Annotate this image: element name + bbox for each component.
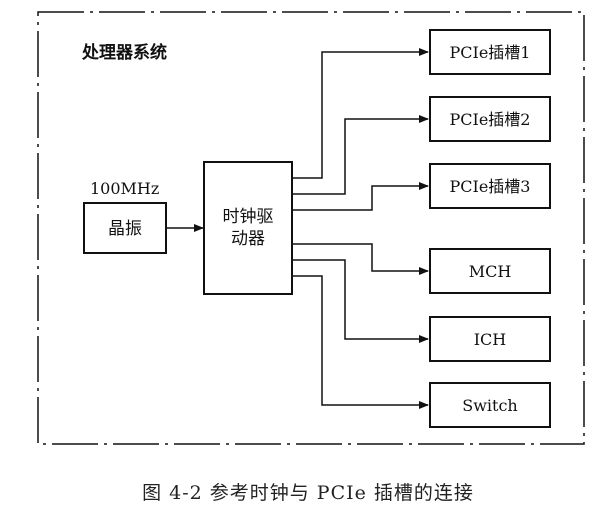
clock-driver-label-line2: 动器 bbox=[231, 229, 265, 249]
target-label: PCIe插槽1 bbox=[450, 43, 531, 62]
target-label: PCIe插槽2 bbox=[450, 110, 531, 129]
processor-system-boundary bbox=[37, 11, 585, 445]
line-to-mch bbox=[292, 243, 429, 275]
line-to-switch bbox=[292, 275, 429, 409]
clock-driver-label-line1: 时钟驱 bbox=[223, 207, 274, 227]
target-switch: Switch bbox=[429, 382, 551, 428]
line-to-ich bbox=[292, 259, 429, 343]
target-pcie-slot-1: PCIe插槽1 bbox=[429, 29, 551, 75]
line-to-pcie-slot-2 bbox=[292, 115, 429, 195]
target-label: PCIe插槽3 bbox=[450, 177, 531, 196]
target-ich: ICH bbox=[429, 316, 551, 362]
figure-caption: 图 4-2 参考时钟与 PCIe 插槽的连接 bbox=[142, 482, 474, 504]
target-label: ICH bbox=[474, 330, 507, 349]
line-to-pcie-slot-1 bbox=[292, 48, 429, 179]
target-mch: MCH bbox=[429, 248, 551, 294]
oscillator-frequency-label: 100MHz bbox=[90, 179, 159, 198]
system-label: 处理器系统 bbox=[81, 42, 167, 63]
target-label: MCH bbox=[469, 262, 512, 281]
line-to-pcie-slot-3 bbox=[292, 182, 429, 211]
target-label: Switch bbox=[462, 396, 517, 415]
target-pcie-slot-3: PCIe插槽3 bbox=[429, 163, 551, 209]
clock-distribution-lines bbox=[292, 48, 429, 409]
target-pcie-slot-2: PCIe插槽2 bbox=[429, 96, 551, 142]
oscillator-label: 晶振 bbox=[108, 219, 142, 239]
oscillator-box: 晶振 bbox=[83, 202, 167, 254]
clock-driver-box: 时钟驱 动器 bbox=[203, 161, 293, 295]
